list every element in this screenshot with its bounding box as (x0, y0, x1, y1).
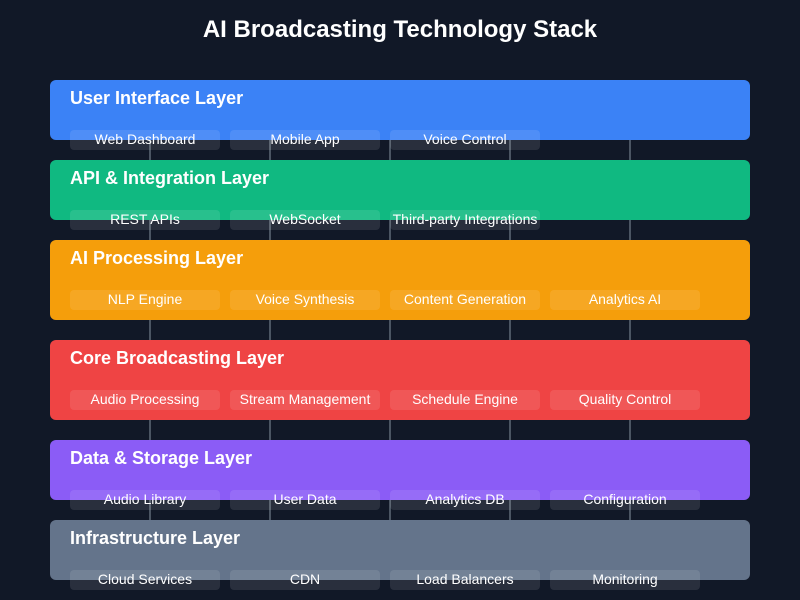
component-stream-management: Stream Management (230, 390, 380, 410)
component-voice-synthesis: Voice Synthesis (230, 290, 380, 310)
layer-user-interface-layer: User Interface Layer (50, 80, 750, 140)
connector-line (149, 320, 151, 340)
component-cloud-services: Cloud Services (70, 570, 220, 590)
layer-title: Infrastructure Layer (70, 528, 241, 548)
connector-line (149, 500, 151, 520)
component-schedule-engine: Schedule Engine (390, 390, 540, 410)
component-websocket: WebSocket (230, 210, 380, 230)
component-audio-library: Audio Library (70, 490, 220, 510)
component-content-generation: Content Generation (390, 290, 540, 310)
component-configuration: Configuration (550, 490, 700, 510)
connector-line (509, 500, 511, 520)
component-monitoring: Monitoring (550, 570, 700, 590)
component-mobile-app: Mobile App (230, 130, 380, 150)
connector-line (389, 500, 391, 520)
diagram-title: AI Broadcasting Technology Stack (202, 16, 598, 43)
connector-line (509, 220, 511, 240)
layer-infrastructure-layer: Infrastructure Layer (50, 520, 750, 580)
connector-line (629, 500, 631, 520)
connector-line (629, 320, 631, 340)
connector-line (389, 320, 391, 340)
component-user-data: User Data (230, 490, 380, 510)
connector-line (269, 320, 271, 340)
connector-line (629, 220, 631, 240)
connector-line (389, 420, 391, 440)
connector-line (149, 220, 151, 240)
component-nlp-engine: NLP Engine (70, 290, 220, 310)
layer-title: API & Integration Layer (70, 168, 270, 188)
component-cdn: CDN (230, 570, 380, 590)
connector-line (149, 140, 151, 160)
connector-line (269, 220, 271, 240)
connector-line (269, 140, 271, 160)
component-third-party-integrations: Third-party Integrations (390, 210, 540, 230)
component-load-balancers: Load Balancers (390, 570, 540, 590)
connector-line (509, 420, 511, 440)
component-quality-control: Quality Control (550, 390, 700, 410)
connector-line (269, 500, 271, 520)
layer-title: Data & Storage Layer (70, 448, 253, 468)
layer-ai-processing-layer: AI Processing Layer (50, 240, 750, 320)
connector-line (629, 420, 631, 440)
component-voice-control: Voice Control (390, 130, 540, 150)
connector-line (629, 140, 631, 160)
layer-title: User Interface Layer (70, 88, 244, 108)
connector-line (389, 220, 391, 240)
connector-line (269, 420, 271, 440)
component-web-dashboard: Web Dashboard (70, 130, 220, 150)
component-rest-apis: REST APIs (70, 210, 220, 230)
connector-line (149, 420, 151, 440)
layer-title: AI Processing Layer (70, 248, 244, 268)
component-analytics-ai: Analytics AI (550, 290, 700, 310)
layer-data-and-storage-layer: Data & Storage Layer (50, 440, 750, 500)
component-audio-processing: Audio Processing (70, 390, 220, 410)
connector-line (509, 140, 511, 160)
layer-title: Core Broadcasting Layer (70, 348, 285, 368)
connector-line (509, 320, 511, 340)
connector-line (389, 140, 391, 160)
layer-core-broadcasting-layer: Core Broadcasting Layer (50, 340, 750, 420)
layer-api-and-integration-layer: API & Integration Layer (50, 160, 750, 220)
component-analytics-db: Analytics DB (390, 490, 540, 510)
